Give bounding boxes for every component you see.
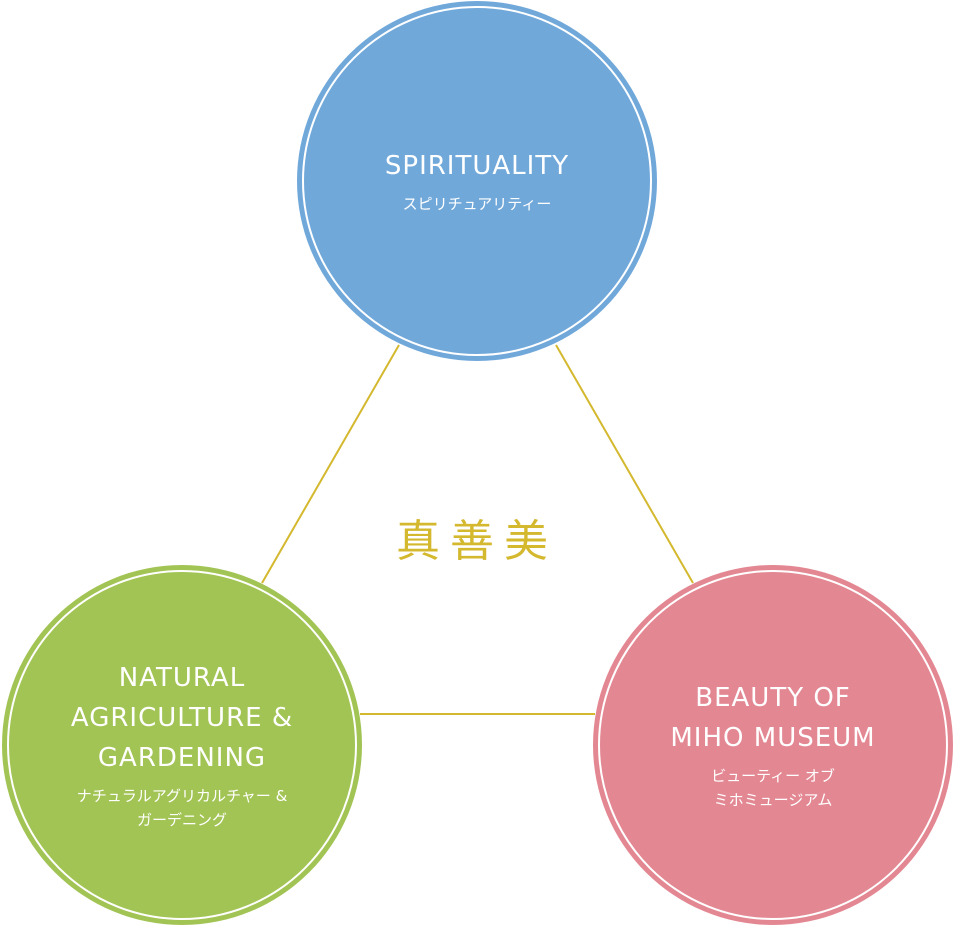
node-subtitle: ビューティー オブ ミホミュージアム: [711, 767, 835, 809]
connector-top-right: [555, 344, 694, 584]
node-title: NATURAL AGRICULTURE & GARDENING: [70, 663, 294, 773]
node-spirituality: SPIRITUALITY スピリチュアリティー: [297, 1, 657, 361]
node-beauty: BEAUTY OF MIHO MUSEUM ビューティー オブ ミホミュージアム: [593, 565, 953, 925]
node-subtitle: ナチュラルアグリカルチャー & ガーデニング: [76, 787, 288, 829]
node-subtitle: スピリチュアリティー: [402, 195, 552, 213]
node-title: SPIRITUALITY: [384, 151, 570, 181]
center-label: 真善美: [396, 516, 558, 567]
connector-top-left: [261, 344, 400, 584]
node-natural-agriculture: NATURAL AGRICULTURE & GARDENING ナチュラルアグリ…: [2, 565, 362, 925]
node-title: BEAUTY OF MIHO MUSEUM: [670, 683, 876, 753]
